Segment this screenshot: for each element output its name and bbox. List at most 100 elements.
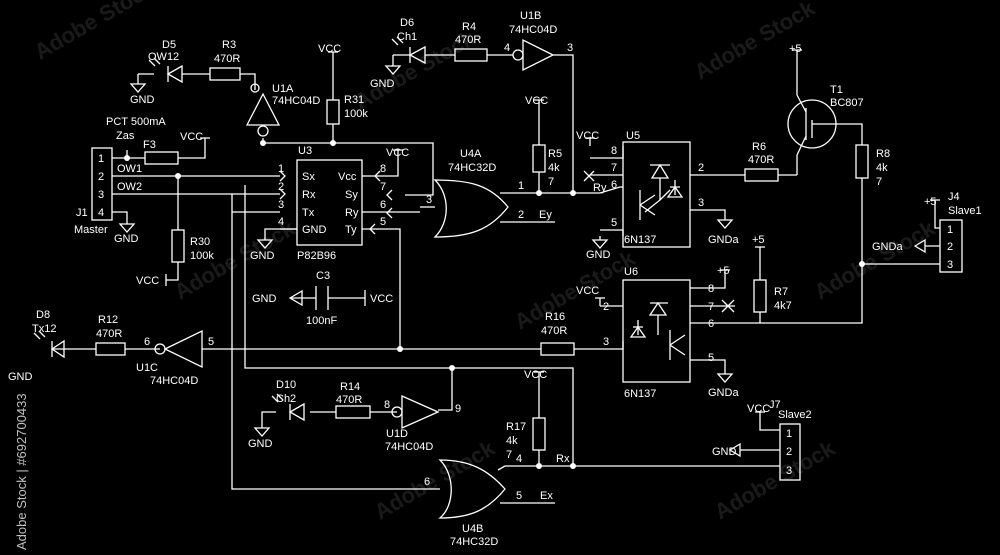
label-gnda-j4: GNDa bbox=[872, 241, 903, 253]
label-t1-val: BC807 bbox=[830, 97, 864, 109]
label-u4b-p4: 4 bbox=[516, 453, 522, 465]
label-gnda-u6: GNDa bbox=[708, 387, 739, 399]
u5-nc-mark bbox=[583, 170, 595, 182]
label-u3-p4: 4 bbox=[278, 216, 284, 228]
label-u1d-ref: U1D bbox=[386, 428, 408, 440]
resistor-r8 bbox=[855, 144, 869, 179]
label-vcc-r17: VCC bbox=[524, 369, 547, 381]
plus5-r7 bbox=[754, 246, 766, 256]
label-j1-p2: 2 bbox=[98, 171, 104, 183]
inverter-u1b bbox=[512, 38, 555, 72]
resistor-r17 bbox=[532, 417, 546, 451]
label-r4-val: 470R bbox=[455, 34, 481, 46]
label-r14-ref: R14 bbox=[340, 381, 360, 393]
label-vcc-f3: VCC bbox=[180, 131, 203, 143]
label-u1d-val: 74HC04D bbox=[385, 441, 433, 453]
label-d8-ref: D8 bbox=[36, 309, 50, 321]
label-r3-val: 470R bbox=[214, 53, 240, 65]
label-r17-pin: 7 bbox=[506, 449, 512, 461]
label-j4-p2: 2 bbox=[947, 241, 953, 253]
label-gnd-u3: GND bbox=[250, 250, 275, 262]
label-plus5-r7: +5 bbox=[752, 234, 765, 246]
resistor-r6 bbox=[744, 168, 779, 182]
junctions bbox=[124, 140, 865, 469]
transistor-t1 bbox=[787, 94, 838, 156]
label-u3-p8: 8 bbox=[380, 163, 386, 175]
label-u5-p5: 5 bbox=[611, 217, 617, 229]
label-u6-p5: 5 bbox=[708, 352, 714, 364]
label-gnd-j1: GND bbox=[114, 233, 139, 245]
label-ow2: OW2 bbox=[117, 181, 142, 193]
label-u4a-val: 74HC32D bbox=[448, 162, 496, 174]
label-u3-sx: Sx bbox=[302, 171, 315, 183]
label-u1d-p8: 8 bbox=[384, 399, 390, 411]
connector-j7 bbox=[779, 423, 801, 481]
label-u1b-pin4: 4 bbox=[504, 42, 510, 54]
label-u6-p6: 6 bbox=[708, 318, 714, 330]
inverter-u1a bbox=[245, 83, 281, 137]
svg-text:Adobe Stock: Adobe Stock bbox=[30, 0, 160, 64]
ic-u3 bbox=[296, 159, 363, 246]
label-vcc-u3: VCC bbox=[386, 147, 409, 159]
optocoupler-u6 bbox=[622, 279, 691, 383]
led-d10 bbox=[271, 393, 305, 422]
label-r30-val: 100k bbox=[190, 250, 214, 262]
label-j4-p1: 1 bbox=[947, 224, 953, 236]
gnda-u5 bbox=[717, 215, 733, 229]
gnda-j4-arrow bbox=[913, 238, 926, 254]
label-vcc-r5: VCC bbox=[525, 95, 548, 107]
label-j4-val: Slave1 bbox=[948, 205, 982, 217]
label-ow1: OW1 bbox=[117, 163, 142, 175]
label-gnd-j7: GND bbox=[712, 446, 737, 458]
label-u4a-p2: 2 bbox=[518, 209, 524, 221]
label-u4a-p3: 3 bbox=[426, 194, 432, 206]
label-u1c-p6: 6 bbox=[144, 336, 150, 348]
label-u1c-val: 74HC04D bbox=[150, 375, 198, 387]
optocoupler-u5 bbox=[622, 141, 691, 248]
label-u3-ry: Ry bbox=[345, 207, 359, 219]
label-r12-ref: R12 bbox=[98, 314, 118, 326]
label-u3-p5: 5 bbox=[380, 216, 386, 228]
gnd-j1 bbox=[119, 219, 135, 233]
label-d10-ref: D10 bbox=[276, 379, 296, 391]
label-gnd-c3: GND bbox=[252, 293, 277, 305]
label-r30-ref: R30 bbox=[190, 236, 210, 248]
connector-j4 bbox=[939, 219, 963, 273]
label-ey: Ey bbox=[539, 209, 552, 221]
label-r31-val: 100k bbox=[344, 108, 368, 120]
label-r12-val: 470R bbox=[96, 328, 122, 340]
label-plus5-u6: +5 bbox=[717, 265, 730, 277]
label-r17-val: 4k bbox=[506, 435, 518, 447]
label-gnd-u5: GND bbox=[586, 249, 611, 261]
u5-internal bbox=[639, 163, 684, 220]
u6-internal bbox=[629, 301, 686, 360]
label-r3-ref: R3 bbox=[222, 39, 236, 51]
label-d6-ref: D6 bbox=[400, 17, 414, 29]
label-j1-val: Master bbox=[74, 224, 108, 236]
u3-input-arrows bbox=[279, 170, 286, 200]
resistor-r3 bbox=[209, 67, 241, 81]
label-u3-ty: Ty bbox=[345, 224, 357, 236]
label-u3-val: P82B96 bbox=[297, 250, 336, 262]
inverter-u1d bbox=[391, 394, 440, 430]
label-u1c-ref: U1C bbox=[136, 362, 158, 374]
label-vcc-u5: VCC bbox=[576, 130, 599, 142]
label-r6-val: 470R bbox=[748, 154, 774, 166]
label-u5-p7: 7 bbox=[611, 162, 617, 174]
label-j7-ref: J7 bbox=[769, 399, 781, 411]
label-ry: Ry bbox=[593, 182, 607, 194]
resistor-r31 bbox=[326, 99, 340, 125]
connector-j1 bbox=[91, 147, 113, 221]
label-c3-vcc: VCC bbox=[370, 293, 393, 305]
label-u4b-ref: U4B bbox=[462, 523, 483, 535]
u6-nc-mark bbox=[721, 299, 735, 313]
label-d6-val: Ch1 bbox=[397, 31, 417, 43]
label-r8-pin: 7 bbox=[876, 176, 882, 188]
label-vcc-r31: VCC bbox=[318, 43, 341, 55]
label-plus5-j4: +5 bbox=[924, 196, 937, 208]
label-vcc-j7: VCC bbox=[747, 403, 770, 415]
label-u4a-p1: 1 bbox=[518, 180, 524, 192]
label-u3-rx: Rx bbox=[302, 189, 316, 201]
label-u3-p6: 6 bbox=[380, 199, 386, 211]
fuse-f3 bbox=[144, 151, 179, 165]
